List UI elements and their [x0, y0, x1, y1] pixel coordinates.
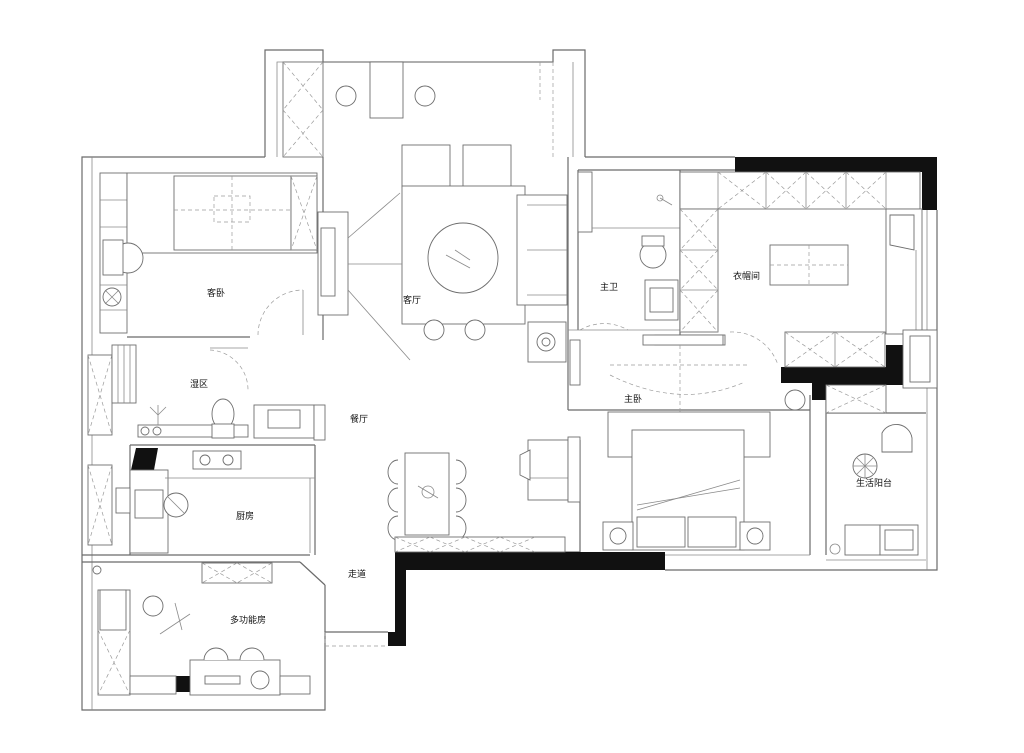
wet-area: [87, 344, 326, 546]
solid-walls: [176, 157, 937, 692]
master-bedroom: [602, 334, 810, 556]
multi-function-room: [92, 562, 388, 696]
label-corridor: 走道: [348, 568, 366, 580]
label-living-room: 客厅: [403, 294, 421, 306]
kitchen: [115, 448, 315, 554]
label-utility-balcony: 生活阳台: [856, 477, 892, 489]
label-cloakroom: 衣帽间: [733, 270, 760, 282]
label-master-bedroom: 主卧: [624, 393, 642, 405]
utility-balcony: [825, 329, 938, 561]
cloakroom: [679, 171, 923, 368]
dining-area: [387, 436, 581, 553]
guest-bedroom: [99, 172, 349, 336]
label-kitchen: 厨房: [236, 510, 254, 522]
living-room: [347, 144, 568, 363]
label-master-bathroom: 主卫: [600, 281, 618, 293]
label-multi-function-room: 多功能房: [230, 614, 266, 626]
label-dining-room: 餐厅: [350, 413, 368, 425]
label-guest-bedroom: 客卧: [207, 287, 225, 299]
top-balcony: [282, 61, 554, 158]
label-wet-area: 湿区: [190, 379, 208, 390]
room-labels: 客卧 客厅 主卫 衣帽间 湿区 餐厅 主卧 厨房 生活阳台 走道 多功能房: [190, 270, 892, 626]
